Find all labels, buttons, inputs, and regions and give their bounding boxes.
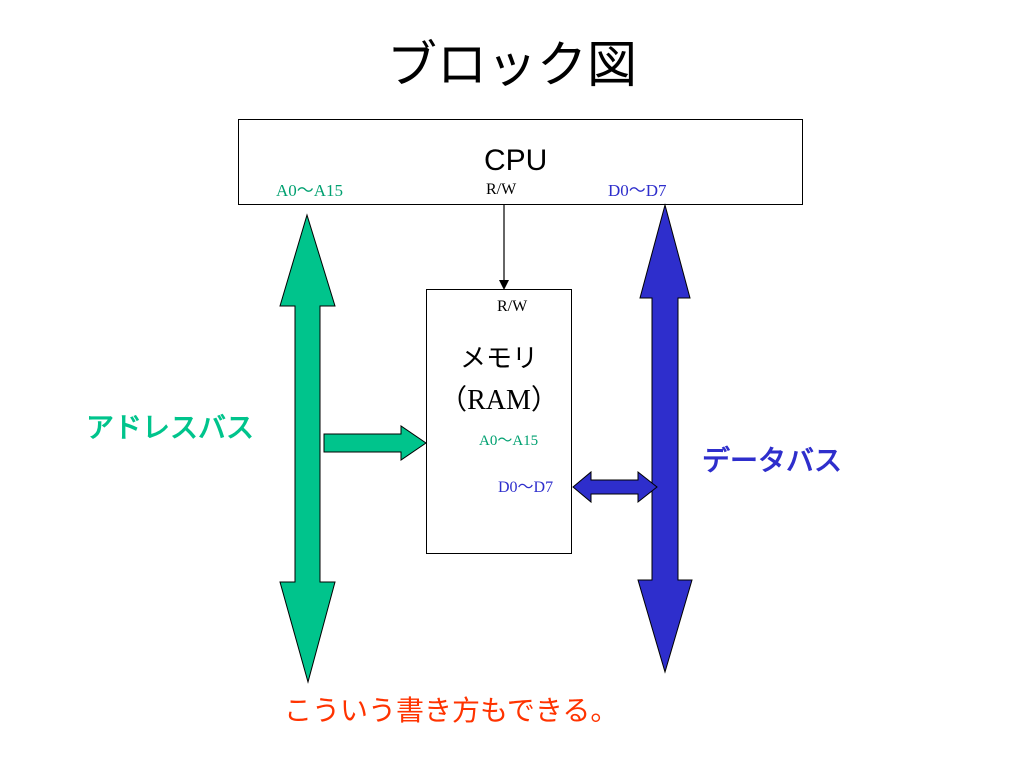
data-bus-arrow (637, 203, 693, 674)
memory-address-label: A0～A15 (479, 433, 539, 449)
memory-box (426, 289, 572, 554)
cpu-address-label: A0～A15 (276, 181, 344, 200)
rw-control-arrowhead (499, 280, 509, 290)
data-to-memory-arrow (572, 470, 658, 504)
data-bus-label: データバス (702, 444, 843, 477)
cpu-data-label: D0～D7 (608, 181, 667, 200)
memory-rw-label: R/W (497, 298, 528, 315)
footer-note: こういう書き方もできる。 (284, 694, 619, 727)
cpu-label: CPU (484, 144, 548, 177)
address-bus-arrow (279, 213, 336, 684)
address-to-memory-arrow (323, 425, 427, 461)
memory-name: メモリ (459, 344, 538, 374)
cpu-rw-label: R/W (486, 181, 517, 198)
cpu-box (238, 119, 803, 205)
memory-type: （RAM） (439, 385, 559, 416)
slide-title: ブロック図 (387, 36, 637, 94)
memory-data-label: D0～D7 (498, 479, 554, 496)
address-bus-label: アドレスバス (86, 411, 255, 444)
